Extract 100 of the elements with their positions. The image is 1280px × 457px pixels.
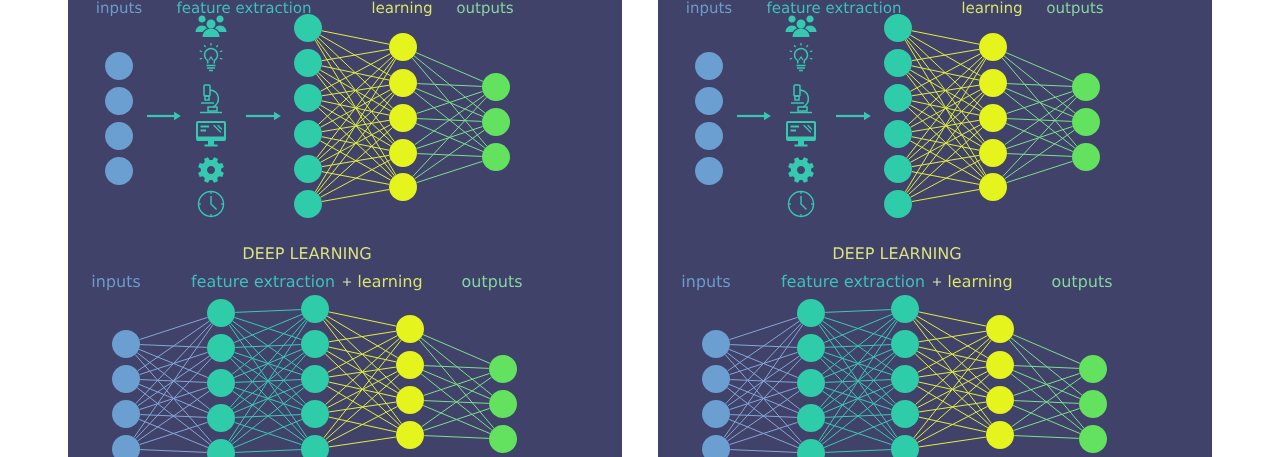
node-circle xyxy=(389,173,417,201)
connection-line xyxy=(234,379,302,383)
connection-line xyxy=(321,65,390,81)
node-circle xyxy=(797,404,825,432)
node-circle xyxy=(489,425,517,453)
node-circle xyxy=(884,84,912,112)
connection-line xyxy=(1002,96,1077,178)
connection-line xyxy=(328,436,397,448)
connection-line xyxy=(320,53,391,92)
node-circle xyxy=(396,315,424,343)
connection-line xyxy=(139,379,208,383)
connection-line xyxy=(918,401,987,413)
connection-line xyxy=(824,449,892,453)
connection-line xyxy=(1001,57,1078,147)
microscope-icon xyxy=(789,84,813,114)
connection-line xyxy=(917,335,988,373)
connection-line xyxy=(314,39,397,176)
node-circle xyxy=(294,14,322,42)
people-icon xyxy=(195,15,227,38)
connection-line xyxy=(321,84,390,97)
node-circle xyxy=(112,400,140,428)
node-circle xyxy=(979,139,1007,167)
connection-line xyxy=(318,56,394,125)
plus-sign: + xyxy=(342,277,352,286)
node-circle xyxy=(695,157,723,185)
node-circle xyxy=(112,365,140,393)
connection-line xyxy=(316,57,395,159)
connection-line xyxy=(328,330,397,343)
connection-line xyxy=(911,189,980,202)
connection-line xyxy=(328,381,397,398)
connection-line xyxy=(729,449,798,453)
node-circle xyxy=(884,49,912,77)
node-circle xyxy=(207,404,235,432)
connection-line xyxy=(327,371,398,408)
connection-line xyxy=(1006,118,1073,122)
node-circle xyxy=(695,122,723,150)
node-circle xyxy=(396,421,424,449)
connection-line xyxy=(137,320,210,372)
connection-line xyxy=(909,140,982,181)
node-circle xyxy=(702,330,730,358)
connection-line xyxy=(319,140,392,181)
connection-line xyxy=(914,318,991,391)
section-heading: DEEP LEARNING xyxy=(243,247,371,260)
column-label: feature extraction xyxy=(191,274,334,288)
node-circle xyxy=(105,87,133,115)
connection-line xyxy=(911,100,980,116)
connection-line xyxy=(907,107,984,178)
node-circle xyxy=(884,120,912,148)
node-circle xyxy=(482,73,510,101)
connection-line xyxy=(906,93,985,194)
connection-line xyxy=(1006,153,1073,157)
connection-line xyxy=(316,38,395,143)
connection-line xyxy=(323,339,402,439)
connection-line xyxy=(918,416,987,433)
connection-line xyxy=(917,371,988,408)
node-circle xyxy=(389,139,417,167)
node-circle xyxy=(979,33,1007,61)
node-circle xyxy=(294,84,322,112)
connection-line xyxy=(325,373,400,441)
connection-line xyxy=(910,89,981,128)
node-circle xyxy=(986,421,1014,449)
connection-line xyxy=(321,48,390,62)
connection-line xyxy=(729,316,798,341)
connection-line xyxy=(1003,55,1076,114)
connection-line xyxy=(910,124,981,163)
connection-line xyxy=(411,57,488,147)
connection-line xyxy=(916,385,989,429)
connection-line xyxy=(416,83,483,87)
connection-line xyxy=(1010,337,1083,396)
gear-icon xyxy=(198,157,224,183)
connection-line xyxy=(420,337,493,396)
node-circle xyxy=(986,386,1014,414)
connection-line xyxy=(1013,400,1080,404)
connection-line xyxy=(910,53,981,92)
monitor-icon xyxy=(196,121,226,147)
connection-line xyxy=(234,414,302,418)
connection-line xyxy=(729,344,798,348)
connection-line xyxy=(314,58,397,193)
node-circle xyxy=(979,69,1007,97)
connection-line xyxy=(328,401,397,413)
node-circle xyxy=(979,173,1007,201)
connection-line xyxy=(916,315,989,359)
connection-line xyxy=(139,316,208,341)
connection-line xyxy=(423,435,490,439)
connection-line xyxy=(918,346,987,363)
node-circle xyxy=(884,14,912,42)
node-circle xyxy=(884,155,912,183)
people-icon xyxy=(785,15,817,38)
column-label: learning xyxy=(358,274,422,291)
connection-line xyxy=(139,449,208,453)
connection-line xyxy=(911,171,980,185)
node-circle xyxy=(1079,390,1107,418)
node-circle xyxy=(1072,143,1100,171)
gear-icon xyxy=(788,157,814,183)
column-label: inputs xyxy=(92,274,140,291)
column-label: feature extraction xyxy=(781,274,924,288)
connection-line xyxy=(1006,160,1073,184)
connection-line xyxy=(915,337,990,405)
lightbulb-icon xyxy=(199,42,223,72)
column-label: inputs xyxy=(687,1,732,17)
